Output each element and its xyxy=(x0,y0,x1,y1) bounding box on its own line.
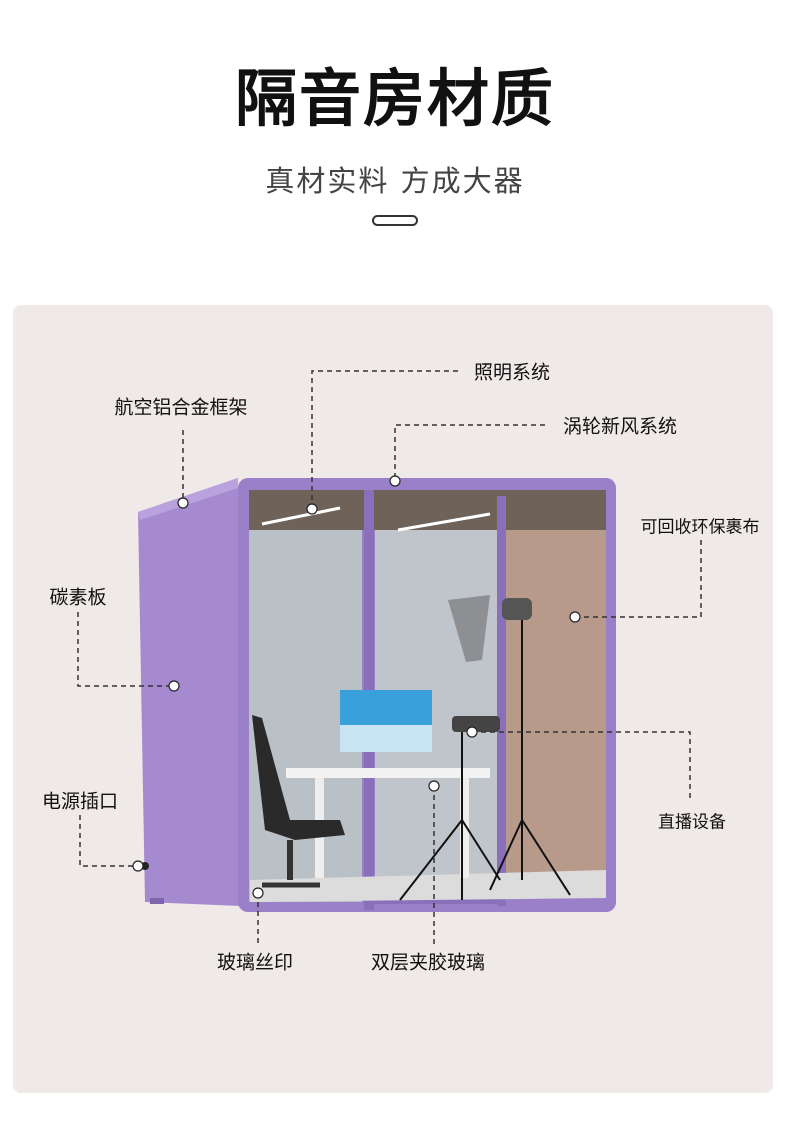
floor xyxy=(250,870,606,902)
chair-post xyxy=(287,840,293,880)
ceiling-light xyxy=(397,512,491,532)
side-panel-highlight xyxy=(138,478,238,520)
divider-pill xyxy=(372,215,418,226)
door-frame-bottom xyxy=(374,896,498,904)
page-subtitle: 真材实料 方成大器 xyxy=(265,164,525,198)
label-carbon-panel: 碳素板 xyxy=(49,586,107,609)
label-glass-print: 玻璃丝印 xyxy=(216,951,294,974)
ceiling-light xyxy=(261,506,341,526)
callout-dot-ventilation xyxy=(389,475,401,487)
booth-foot xyxy=(150,898,164,904)
label-ventilation: 涡轮新风系统 xyxy=(562,415,678,438)
camera-tripod-leg xyxy=(399,819,463,901)
label-frame: 航空铝合金框架 xyxy=(114,396,248,419)
booth-side-panel xyxy=(138,478,240,906)
callout-dot-glass-print xyxy=(252,887,264,899)
softbox-light xyxy=(448,595,490,662)
monitor-screen-lower xyxy=(340,725,432,752)
callout-dot-fabric xyxy=(569,611,581,623)
callout-dot-power-socket xyxy=(132,860,144,872)
camera-tripod-leg xyxy=(461,819,501,881)
leader-line-carbon-panel xyxy=(77,612,174,687)
label-lighting: 照明系统 xyxy=(473,361,551,384)
leader-line-ventilation xyxy=(394,424,545,481)
light-stand-leg xyxy=(521,819,571,896)
callout-dot-lighting xyxy=(306,503,318,515)
desk xyxy=(286,768,490,778)
callout-dot-frame xyxy=(177,497,189,509)
leader-line-fabric xyxy=(575,540,702,618)
spotlight-head xyxy=(502,598,532,620)
leader-lines xyxy=(77,370,702,945)
camera xyxy=(452,716,500,732)
callout-dot-laminated-glass xyxy=(428,780,440,792)
label-power-socket: 电源插口 xyxy=(41,790,119,813)
callout-dots xyxy=(132,475,581,899)
desk-leg xyxy=(460,778,469,878)
leader-line-power-socket xyxy=(79,815,138,867)
page-title: 隔音房材质 xyxy=(234,62,555,135)
callout-dot-live-equipment xyxy=(466,726,478,738)
label-live-equipment: 直播设备 xyxy=(658,812,726,833)
leader-line-lighting xyxy=(311,370,458,509)
leader-line-live-equipment xyxy=(472,731,691,800)
light-stand-leg xyxy=(489,819,523,891)
callout-dot-carbon-panel xyxy=(168,680,180,692)
chair xyxy=(252,715,345,840)
door-frame-right xyxy=(497,496,506,906)
label-fabric: 可回收环保裹布 xyxy=(640,517,760,538)
label-laminated-glass: 双层夹胶玻璃 xyxy=(370,951,486,974)
